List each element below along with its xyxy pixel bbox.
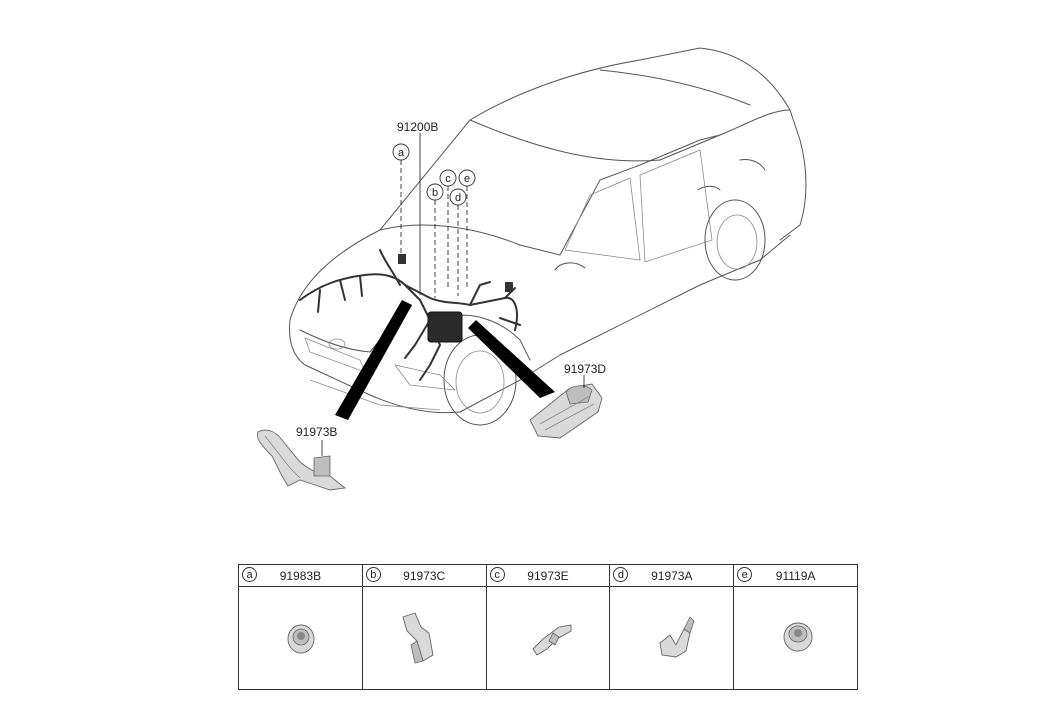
svg-text:e: e	[464, 173, 470, 185]
part-number: 91119A	[775, 569, 816, 583]
parts-table-cell-b: b 91973C	[362, 565, 487, 689]
fuse-box	[427, 311, 463, 343]
callout-leaders	[400, 133, 468, 298]
callout-circle-c: c	[439, 169, 457, 187]
part-number: 91973E	[527, 569, 569, 583]
pointer-wedge-left	[335, 300, 412, 420]
parts-table-cell-d: d 91973A	[610, 565, 735, 689]
pointer-wedge-right	[468, 320, 555, 398]
protector-91973b	[256, 429, 347, 491]
part-number: 91973A	[651, 569, 693, 583]
callout-circle-b: b	[426, 183, 444, 201]
part-number: 91983B	[279, 569, 322, 583]
grommet-icon	[783, 622, 813, 652]
cell-letter: b	[365, 567, 381, 582]
svg-text:c: c	[445, 173, 451, 185]
parts-table: a 91983B b 91973C c 91973E	[238, 564, 858, 690]
cell-letter: d	[613, 567, 629, 582]
parts-table-cell-c: c 91973E	[486, 565, 611, 689]
parts-table-cell-a: a 91983B	[239, 565, 363, 689]
protector-bracket-icon	[402, 612, 434, 664]
part-number: 91973C	[403, 569, 446, 583]
svg-text:a: a	[398, 147, 405, 159]
grommet-icon	[287, 624, 315, 654]
parts-table-cell-e: e 91119A	[734, 565, 857, 689]
wiring-harness	[299, 249, 521, 381]
cell-letter: c	[489, 567, 505, 582]
connector	[505, 282, 513, 292]
protector-left-label: 91973B	[296, 425, 337, 439]
callout-circle-e: e	[458, 169, 476, 187]
protector-91973d	[529, 383, 603, 439]
cell-letter: e	[737, 567, 753, 582]
callout-circle-a: a	[392, 143, 410, 161]
protector-angle-icon	[659, 616, 695, 658]
connector	[398, 254, 406, 264]
protector-right-label: 91973D	[564, 362, 606, 376]
clip-bracket-icon	[532, 624, 572, 656]
main-harness-label: 91200B	[397, 120, 438, 134]
callout-circle-d: d	[449, 188, 467, 206]
svg-text:d: d	[455, 192, 461, 204]
svg-text:b: b	[432, 187, 438, 199]
cell-letter: a	[242, 567, 257, 582]
